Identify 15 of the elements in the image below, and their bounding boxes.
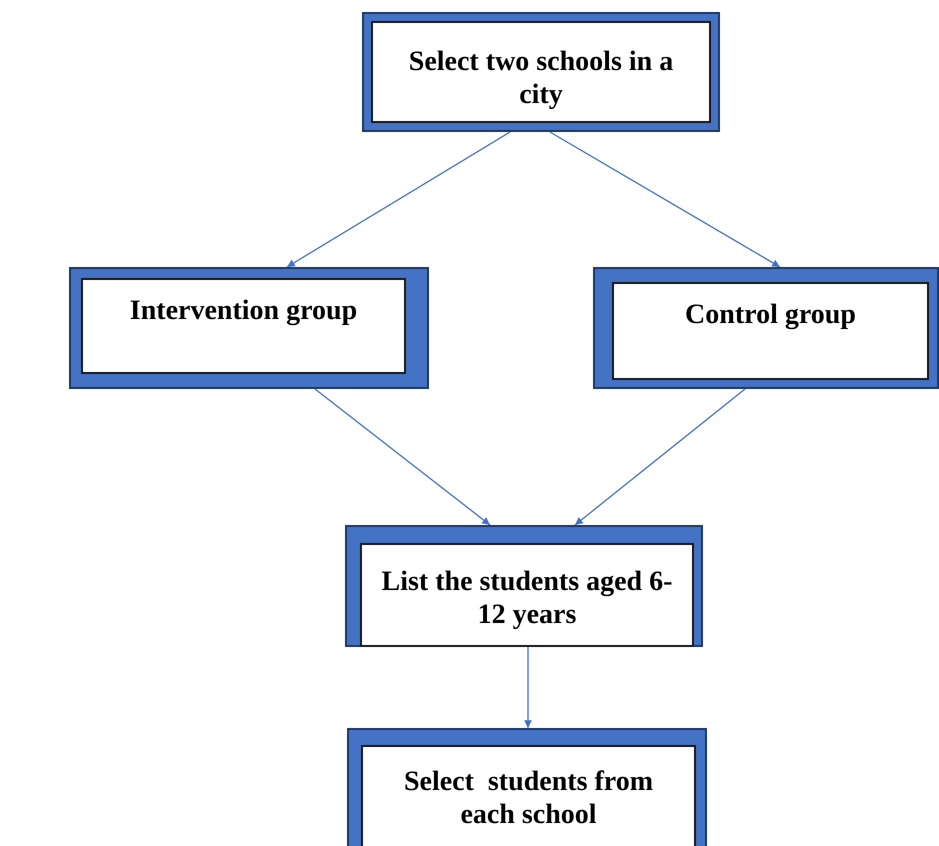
box-label: Control group (685, 298, 856, 331)
arrow (550, 131, 780, 268)
process-box (347, 728, 707, 846)
box-label: Select students from each school (402, 765, 654, 831)
process-box (362, 12, 720, 132)
arrow (574, 388, 746, 526)
box-label: List the students aged 6-12 years (380, 565, 674, 631)
box-label: Select two schools in a city (408, 45, 674, 111)
arrow (314, 388, 490, 526)
process-box (69, 267, 429, 389)
process-box (593, 267, 939, 389)
box-label: Intervention group (130, 294, 358, 327)
arrow (524, 647, 532, 728)
arrow (286, 131, 510, 268)
process-box (345, 525, 703, 647)
